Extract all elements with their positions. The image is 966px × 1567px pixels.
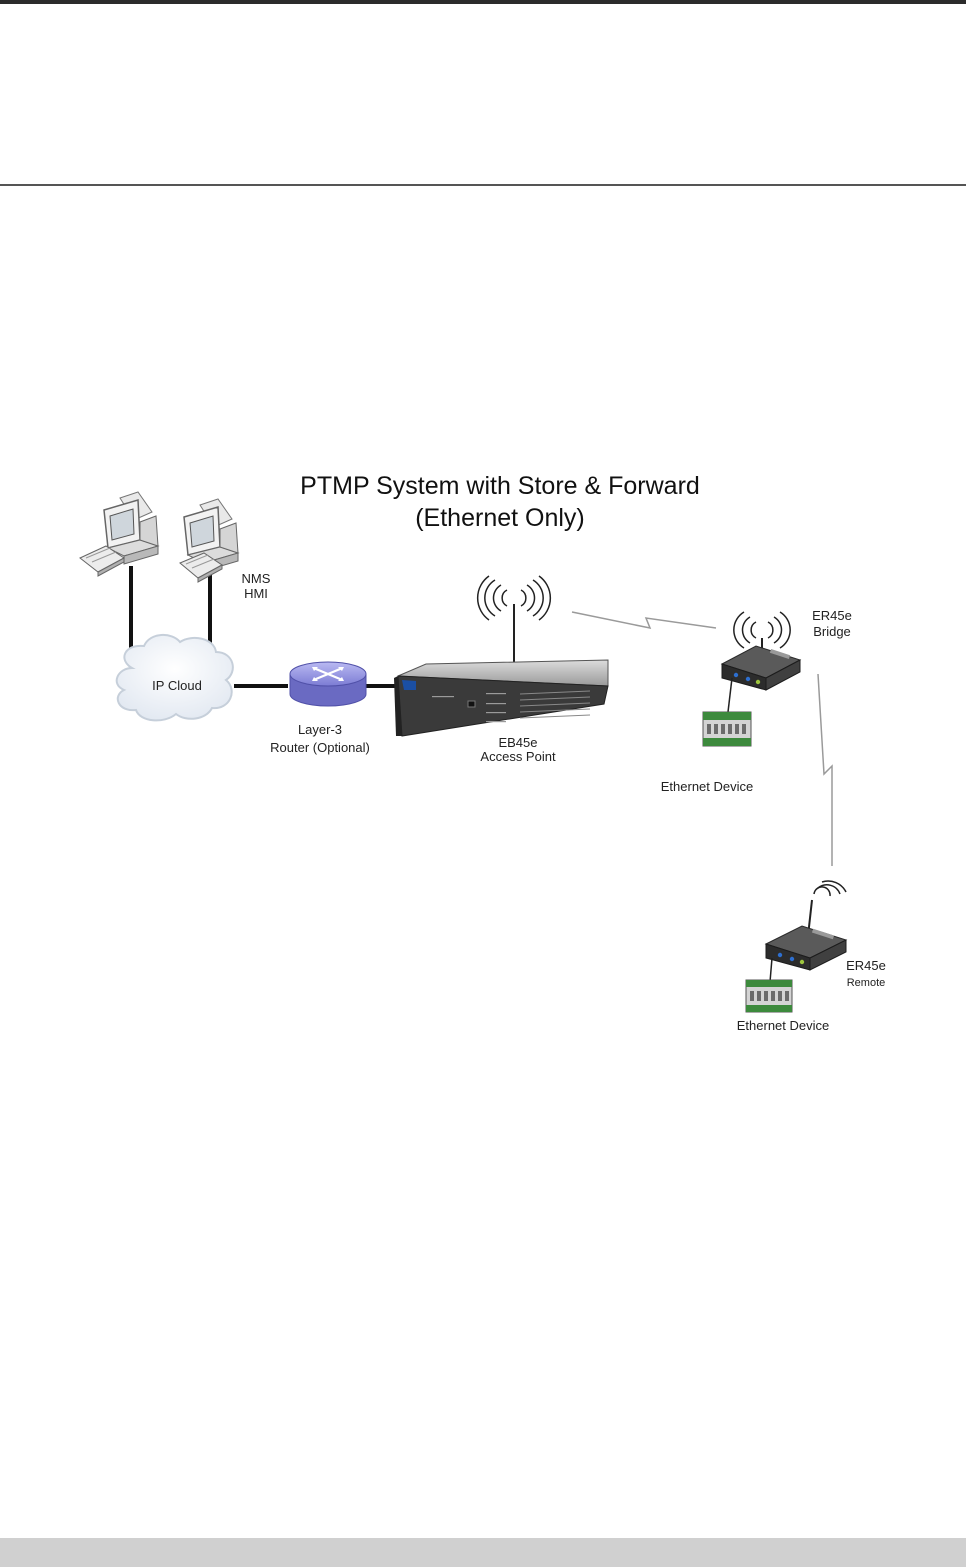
bridge-radio-icon [722,612,800,712]
bridge-ethernet-device-icon [703,712,751,746]
remote-label-line1: ER45e [846,958,886,973]
bridge-label-line1: ER45e [812,608,852,623]
nms-label-line1: NMS [242,571,271,586]
diagram-title-line1: PTMP System with Store & Forward [300,472,700,500]
access-point-icon [394,576,608,736]
workstation-1-icon [80,492,158,576]
radio-links [572,612,832,866]
diagram-title-line2: (Ethernet Only) [415,504,585,532]
nms-label-line2: HMI [244,586,268,601]
remote-radio-icon [766,881,846,982]
router-icon [290,662,366,706]
router-label-line2: Router (Optional) [270,740,370,755]
bridge-ethernet-device-label: Ethernet Device [661,779,754,794]
remote-label-line2: Remote [847,977,886,989]
ip-cloud-label: IP Cloud [152,678,202,693]
bridge-label-line2: Bridge [813,624,851,639]
workstation-2-icon [180,499,238,582]
radio-link-bridge-remote [818,674,832,866]
remote-ethernet-device-icon [746,980,792,1012]
access-point-label-line1: EB45e [498,735,537,750]
access-point-label-line2: Access Point [480,749,556,764]
router-label-line1: Layer-3 [298,722,342,737]
radio-link-ap-bridge [572,612,716,628]
remote-ethernet-device-label: Ethernet Device [737,1018,830,1033]
